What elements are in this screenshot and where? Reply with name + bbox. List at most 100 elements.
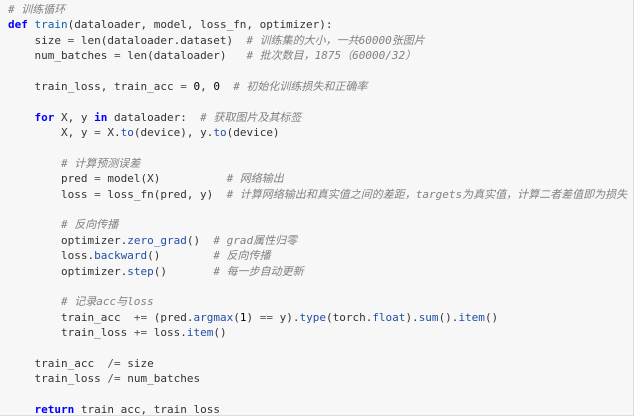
code-token: to [213,126,227,140]
code-token: loss_fn(pred, y) [100,187,227,201]
code-line: train_loss /= num_batches [8,371,633,386]
code-token: train_loss [8,372,108,386]
code-token [8,111,35,124]
code-line: optimizer.zero_grad() # grad属性归零 [8,233,633,248]
code-token: sum [418,310,439,324]
code-token: num_batches [8,49,114,63]
code-line: # 反向传播 [8,217,633,232]
code-comment: # 反向传播 [60,218,119,232]
code-token: item [458,310,485,324]
code-token: = [94,187,101,201]
code-token: y). [272,310,300,324]
code-token: train_acc [8,356,108,370]
code-token: optimizer. [8,233,128,247]
code-line [8,341,633,356]
code-token [8,295,61,308]
code-token: argmax [193,310,234,324]
code-line: num_batches = len(dataloader) # 批次数目，187… [8,48,633,63]
code-line [8,94,633,109]
code-token [8,403,35,415]
code-token: dataloader: [107,110,201,124]
code-token [220,80,233,93]
code-comment: # 记录acc与loss [60,295,154,309]
code-token: step [127,264,154,278]
code-keyword: in [94,110,108,124]
code-token: += [133,310,148,324]
code-token: backward [94,249,148,263]
code-token: train_loss, train_acc [8,79,181,93]
code-token: loss. [8,249,95,263]
code-token: (dataloader, model, loss_fn, optimizer): [67,18,333,32]
code-comment: # 训练循环 [8,3,66,16]
code-token: train_acc [8,310,134,324]
code-token: model(X) [100,172,227,186]
code-token: () [153,264,214,278]
code-token [8,218,61,231]
code-token: X, y [8,126,95,140]
code-token: = [94,172,101,186]
code-token: type [299,310,326,324]
code-line [8,202,633,217]
code-keyword: for [34,110,55,124]
code-token: () [484,310,499,324]
code-comment: # 获取图片及其标签 [200,110,302,124]
code-token: (device) [226,126,280,140]
code-token: len(dataloader) [120,49,247,63]
code-line: def train(dataloader, model, loss_fn, op… [8,17,633,32]
code-token: /= [107,356,121,370]
code-line [8,387,633,402]
code-line: # 训练循环 [8,2,633,17]
code-line: train_acc /= size [8,356,633,371]
code-comment: # grad属性归零 [213,233,298,247]
code-token: (). [438,310,459,324]
code-comment: # 批次数目，1875（60000/32） [246,49,417,63]
code-token: to [120,126,134,140]
code-token: ). [405,310,419,324]
code-comment: # 每一步自动更新 [213,264,304,278]
code-comment: # 训练集的大小，一共60000张图片 [246,33,425,47]
code-line: pred = model(X) # 网络输出 [8,171,633,186]
code-token: pred [8,172,95,186]
code-line: optimizer.step() # 每一步自动更新 [8,264,633,279]
code-line [8,64,633,79]
code-line: X, y = X.to(device), y.to(device) [8,125,633,140]
code-line [8,279,633,294]
code-line [8,141,633,156]
code-line: size = len(dataloader.dataset) # 训练集的大小，… [8,33,633,48]
code-comment: # 网络输出 [226,172,284,186]
code-token: train_acc, train_loss [74,403,220,416]
code-token: 0 [213,79,220,93]
code-comment: # 初始化训练损失和正确率 [233,79,368,93]
code-token: = [180,79,187,93]
code-keyword: return [34,403,75,416]
code-token: size [8,33,68,47]
code-token: (pred. [147,310,194,324]
code-token: zero_grad [127,233,187,247]
code-line: for X, y in dataloader: # 获取图片及其标签 [8,110,633,125]
code-token [8,157,61,170]
code-line: return train_acc, train_loss [8,402,633,416]
code-line: # 计算预测误差 [8,156,633,171]
code-token: /= [107,372,121,386]
code-token: = [113,49,121,63]
code-token: ( [233,310,240,324]
code-token: loss. [147,326,187,340]
code-comment: # 反向传播 [213,249,271,263]
code-line: # 记录acc与loss [8,294,633,309]
code-token: == [259,310,273,324]
code-token: 1 [239,310,247,324]
code-token: = [94,126,101,140]
code-keyword: def [8,18,35,32]
code-token: X. [100,126,121,140]
code-token: () [147,249,214,263]
code-token: train [34,18,68,32]
code-token: item [186,326,214,340]
code-token: loss [8,187,95,201]
code-token: float [372,310,406,324]
code-token: = [67,33,75,47]
code-line: loss.backward() # 反向传播 [8,248,633,263]
code-token: () [213,326,227,340]
code-token: (torch. [325,310,373,324]
